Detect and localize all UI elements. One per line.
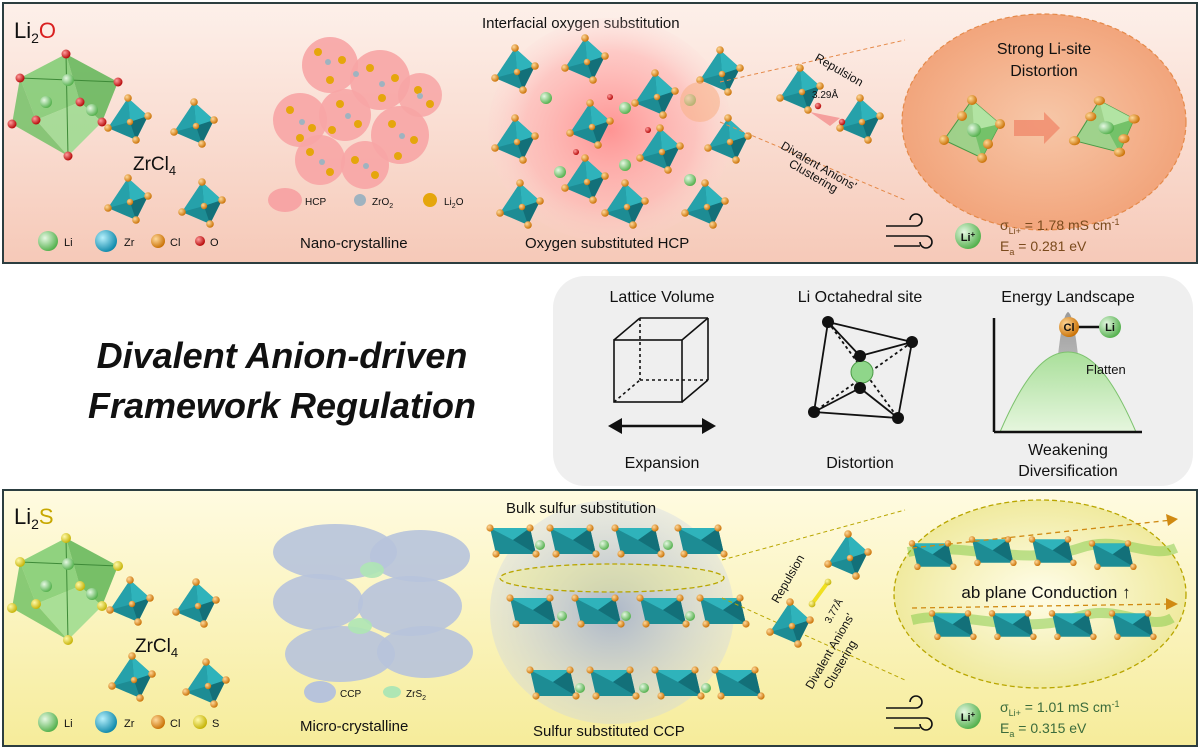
distortion-title-1: Strong Li-site [997, 41, 1091, 58]
micro-legend: CCP ZrS2 [304, 681, 426, 703]
bottom-lattice-label: Sulfur substituted CCP [533, 723, 685, 740]
hcp-zoom-highlight [680, 82, 720, 122]
legend-li: Li [64, 237, 73, 249]
top-distance-label: 3.29Å [812, 88, 838, 101]
mechanism-card [553, 276, 1193, 486]
main-title-line-2: Framework Regulation [88, 385, 476, 426]
card-li-octahedral-caption: Distortion [826, 455, 894, 472]
top-conductivity: σLi+ = 1.78 mS cm-1 [1000, 217, 1120, 236]
card-energy-landscape-title: Energy Landscape [1001, 289, 1135, 306]
top-activation-energy: Ea = 0.281 eV [1000, 238, 1087, 257]
card-energy-caption-1: Weakening [1028, 442, 1108, 459]
hcp-glow [488, 18, 732, 242]
cl-li-bond-icon: Cl Li [1059, 316, 1121, 338]
card-li-octahedral-title: Li Octahedral site [798, 289, 923, 306]
legend-s: S [212, 718, 219, 730]
legend-zr: Zr [124, 718, 135, 730]
distortion-arrow [1014, 112, 1060, 144]
bottom-panel: Li2S ZrCl4 Li Zr [2, 489, 1198, 747]
li2s-structure [7, 533, 123, 645]
top-zrcl4-label: ZrCl4 [133, 154, 176, 178]
bond-cl-label: Cl [1064, 322, 1075, 334]
legend-zrs2: ZrS2 [406, 689, 426, 702]
legend-o: O [210, 237, 219, 249]
expansion-arrow-icon [608, 418, 716, 434]
energy-landscape-plot [992, 312, 1142, 434]
top-ion-flow-icon [886, 213, 933, 249]
bottom-lattice-title: Bulk sulfur substitution [506, 500, 656, 517]
bottom-li-ion-icon [955, 703, 981, 729]
conduction-layers [906, 514, 1179, 641]
bottom-activation-energy: Ea = 0.315 eV [1000, 720, 1087, 739]
hcp-lattice [491, 34, 752, 229]
bottom-li-ion-label: Li+ [961, 710, 976, 724]
micro-crystalline-label: Micro-crystalline [300, 718, 408, 735]
top-formula: Li2O [14, 18, 56, 46]
distortion-title-2: Distortion [1010, 63, 1078, 80]
card-lattice-volume-title: Lattice Volume [610, 289, 715, 306]
main-title-line-1: Divalent Anion-driven [97, 335, 468, 376]
legend-zro2: ZrO2 [372, 197, 393, 210]
legend-li2o: Li2O [444, 197, 464, 210]
legend-cl: Cl [170, 718, 180, 730]
legend-ccp: CCP [340, 689, 361, 700]
nano-crystalline-illustration [273, 37, 442, 189]
ccp-highlight-layer [499, 563, 725, 593]
top-atom-legend: Li Zr Cl O [38, 230, 219, 252]
legend-cl: Cl [170, 237, 180, 249]
top-cluster-zoom [776, 64, 884, 144]
bottom-cluster-zoom [766, 530, 872, 648]
li2o-structure [7, 49, 123, 161]
top-panel: Li2O ZrCl4 Li Z [2, 2, 1198, 264]
bottom-conductivity: σLi+ = 1.01 mS cm-1 [1000, 699, 1120, 718]
top-li-ion-label: Li+ [961, 230, 976, 244]
conduction-label: ab plane Conduction ↑ [961, 583, 1130, 602]
bottom-zrcl4-label: ZrCl4 [135, 636, 178, 660]
bottom-atom-legend: Li Zr Cl S [38, 711, 219, 733]
bond-li-label: Li [1105, 322, 1115, 334]
bottom-ion-flow-icon [886, 695, 933, 731]
ccp-lattice [486, 524, 765, 700]
octahedral-site-icon [808, 316, 918, 424]
legend-zr: Zr [124, 237, 135, 249]
micro-crystalline-illustration [273, 524, 473, 682]
bottom-formula: Li2S [14, 504, 54, 532]
middle-section: Divalent Anion-driven Framework Regulati… [88, 276, 1193, 486]
flatten-label: Flatten [1086, 362, 1126, 377]
legend-hcp: HCP [305, 197, 326, 208]
card-lattice-volume-caption: Expansion [625, 455, 700, 472]
nano-crystalline-label: Nano-crystalline [300, 235, 408, 252]
legend-li: Li [64, 718, 73, 730]
card-energy-caption-2: Diversification [1018, 463, 1118, 480]
top-li-ion-icon [955, 223, 981, 249]
top-lattice-label: Oxygen substituted HCP [525, 235, 689, 252]
cube-icon [613, 317, 709, 403]
nano-legend: HCP ZrO2 Li2O [268, 188, 464, 212]
